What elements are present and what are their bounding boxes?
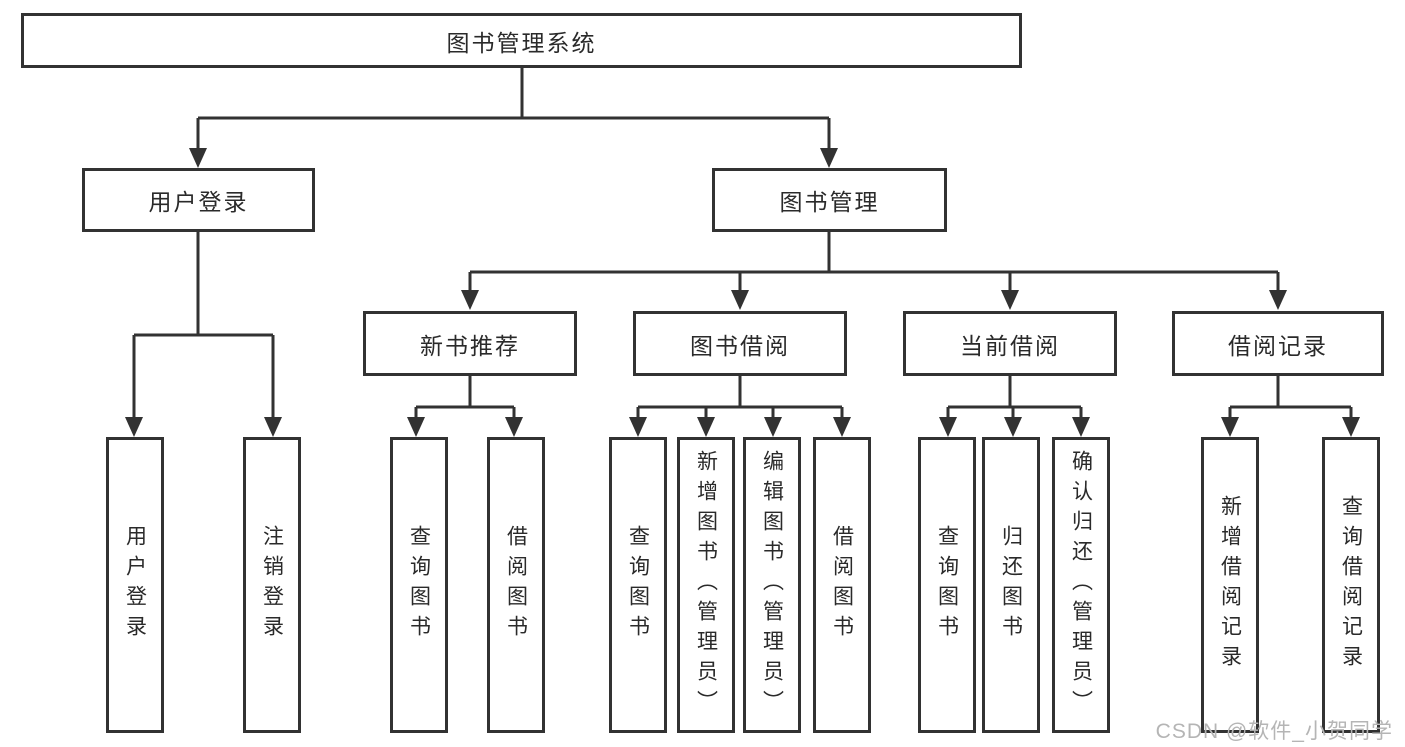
node-label: 当前借阅 (960, 332, 1060, 359)
leaf-query-books-current: 查询图书 (918, 437, 976, 733)
node-book-management: 图书管理 (712, 168, 947, 232)
node-borrow-record: 借阅记录 (1172, 311, 1384, 376)
arrowhead (1001, 290, 1019, 310)
leaf-add-books-admin: 新增图书（管理员） (677, 437, 735, 733)
arrowhead (939, 417, 957, 437)
connector-root-to-level2 (196, 66, 831, 151)
arrowhead (189, 148, 207, 168)
leaf-add-borrow-record: 新增借阅记录 (1201, 437, 1259, 733)
arrowhead (1269, 290, 1287, 310)
arrowhead (264, 417, 282, 437)
leaf-label: 查询图书 (626, 525, 650, 645)
node-current-borrow: 当前借阅 (903, 311, 1117, 376)
arrowhead (697, 417, 715, 437)
arrowhead (505, 417, 523, 437)
node-label: 图书管理 (779, 189, 880, 215)
leaf-label: 编辑图书（管理员） (760, 450, 784, 720)
connector-new-book-to-leaves (414, 374, 516, 420)
leaf-query-borrow-record: 查询借阅记录 (1322, 437, 1380, 733)
leaf-label: 新增借阅记录 (1218, 495, 1242, 675)
leaf-logout: 注销登录 (243, 437, 301, 733)
leaf-label: 查询借阅记录 (1339, 495, 1363, 675)
arrowhead (764, 417, 782, 437)
arrowhead (1004, 417, 1022, 437)
arrowhead (407, 417, 425, 437)
node-label: 借阅记录 (1228, 332, 1328, 359)
arrowhead (833, 417, 851, 437)
connector-borrow-record-to-leaves (1228, 374, 1353, 420)
arrowhead (461, 290, 479, 310)
connector-current-borrow-to-leaves (946, 374, 1083, 420)
leaf-label: 查询图书 (407, 525, 431, 645)
leaf-borrow-books: 借阅图书 (813, 437, 871, 733)
leaf-label: 查询图书 (935, 525, 959, 645)
node-user-login: 用户登录 (82, 168, 315, 232)
arrowhead (629, 417, 647, 437)
arrowhead (1342, 417, 1360, 437)
leaf-label: 确认归还（管理员） (1069, 450, 1093, 720)
leaf-edit-books-admin: 编辑图书（管理员） (743, 437, 801, 733)
leaf-label: 借阅图书 (830, 525, 854, 645)
leaf-query-books-recommend: 查询图书 (390, 437, 448, 733)
arrowhead (731, 290, 749, 310)
csdn-watermark: CSDN @软件_小贺同学 (1155, 720, 1393, 743)
leaf-label: 用户登录 (123, 525, 147, 645)
arrowhead (1072, 417, 1090, 437)
connector-user-login-to-leaves (132, 230, 275, 420)
leaf-label: 归还图书 (999, 525, 1023, 645)
node-label: 图书管理系统 (446, 29, 597, 56)
connector-book-borrow-to-leaves (636, 374, 844, 420)
node-book-borrow: 图书借阅 (633, 311, 847, 376)
leaf-return-books: 归还图书 (982, 437, 1040, 733)
leaf-borrow-books-recommend: 借阅图书 (487, 437, 545, 733)
leaf-label: 新增图书（管理员） (694, 450, 718, 720)
leaf-query-books-borrow: 查询图书 (609, 437, 667, 733)
arrowhead (1221, 417, 1239, 437)
node-label: 图书借阅 (690, 332, 790, 359)
arrowhead (820, 148, 838, 168)
leaf-user-login: 用户登录 (106, 437, 164, 733)
leaf-label: 借阅图书 (504, 525, 528, 645)
node-label: 新书推荐 (420, 332, 520, 359)
leaf-label: 注销登录 (260, 525, 284, 645)
node-label: 用户登录 (148, 189, 249, 215)
arrowhead (125, 417, 143, 437)
node-library-management-system: 图书管理系统 (21, 13, 1022, 68)
leaf-confirm-return-admin: 确认归还（管理员） (1052, 437, 1110, 733)
connector-book-management-to-level3 (468, 231, 1280, 293)
node-new-book-recommend: 新书推荐 (363, 311, 577, 376)
